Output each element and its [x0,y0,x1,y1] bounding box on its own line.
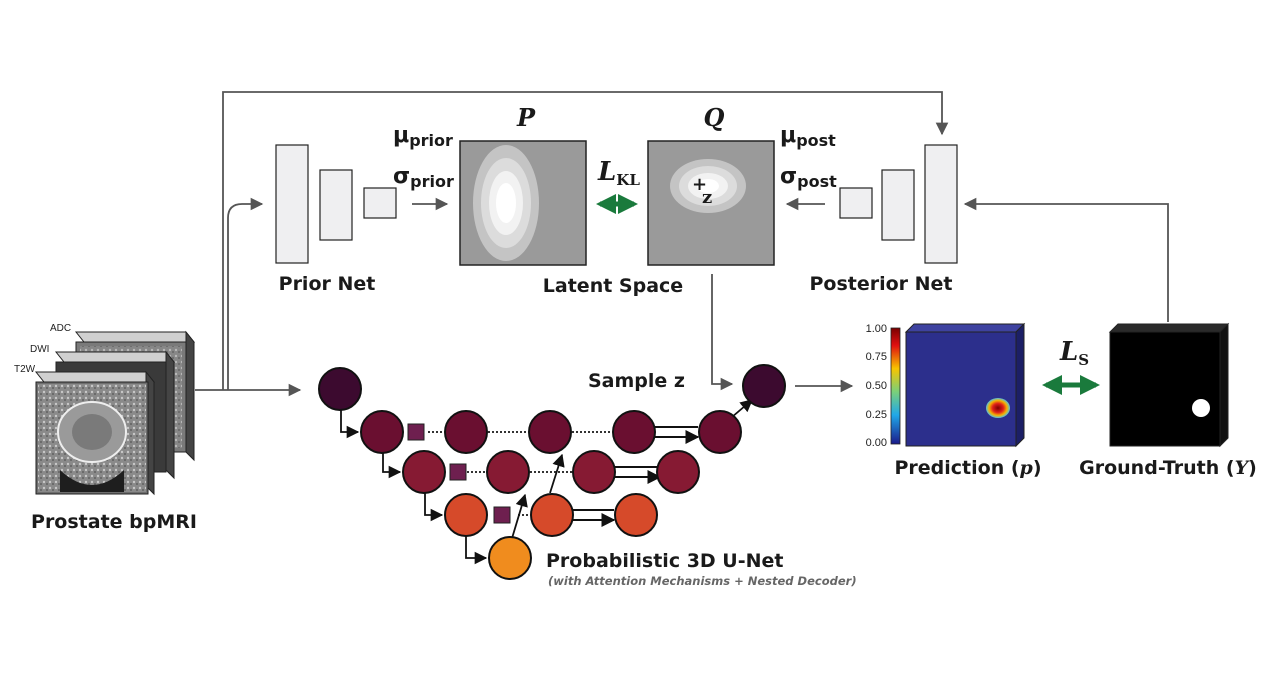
colorbar [890,327,901,445]
unet-node-x22 [614,493,658,537]
posterior-net-block-1 [924,144,958,264]
colorbar-tick-0: 0.00 [866,437,887,449]
latent-q-distribution [647,140,775,266]
input-to-posterior-arrow [222,91,949,390]
channel-label-dwi: DWI [30,344,49,355]
sample-z-arrow [711,274,734,391]
channel-label-t2w: T2W [14,364,36,375]
mu-prior-symbol: μprior [393,123,453,150]
posterior-net-block-2 [881,169,915,241]
sample-z-label: Sample z [588,370,685,392]
unet-node-x03 [612,410,656,454]
input-to-prior-arrow [227,197,264,390]
posterior-net-block-3 [839,187,873,219]
unet-node-x12 [572,450,616,494]
prior-net [275,144,397,264]
sigma-post-symbol: σpost [780,164,837,191]
unet-title: Probabilistic 3D U-Net [546,550,783,572]
flow-arrows [195,91,1169,397]
ground-truth-title: Ground-Truth (Y) [1079,457,1257,479]
prediction-lesion [986,398,1010,418]
kl-loss-label: LKL [597,157,640,189]
unet-node-x13 [656,450,700,494]
colorbar-tick-1: 1.00 [866,323,887,335]
input-title: Prostate bpMRI [31,511,197,533]
t2w-slice [34,370,156,496]
colorbar-tick-075: 0.75 [866,351,887,363]
input-mri-stack: ADC DWI T2W Prostate bpMRI [14,323,197,533]
unet-subtitle: (with Attention Mechanisms + Nested Deco… [548,574,857,588]
posterior-net-title: Posterior Net [809,273,952,295]
prior-net-block-2 [319,169,353,241]
segmentation-loss-label: LS [1059,337,1089,369]
sigma-prior-symbol: σprior [393,164,454,191]
unet-node-output [742,364,786,408]
unet-node-encoder-1 [360,410,404,454]
prediction-panel: 1.00 0.75 0.50 0.25 0.00 Prediction (p) [866,322,1042,479]
latent-p-distribution [459,140,587,266]
mu-post-symbol: μpost [780,123,836,150]
prior-net-block-1 [275,144,309,264]
unet-node-encoder-0 [318,367,362,411]
channel-label-adc: ADC [50,323,71,334]
unet-node-encoder-2 [402,450,446,494]
colorbar-tick-025: 0.25 [866,409,887,421]
ground-truth-panel: Ground-Truth (Y) [1079,322,1257,479]
unet-node-bottleneck [488,536,532,580]
prediction-title: Prediction (p) [894,457,1041,479]
attention-gate-1 [407,423,425,441]
unet-node-x11 [486,450,530,494]
q-label: Q [704,103,725,132]
prior-net-block-3 [363,187,397,219]
prior-net-title: Prior Net [279,273,376,295]
p-label: P [516,103,536,132]
gt-to-posterior-arrow [963,197,1169,322]
unet-node-x01 [444,410,488,454]
colorbar-tick-050: 0.50 [866,380,887,392]
unet: Probabilistic 3D U-Net (with Attention M… [318,364,857,588]
unet-node-x04 [698,410,742,454]
ground-truth-lesion [1192,399,1210,417]
z-plus-marker: + [692,174,707,195]
unet-node-x02 [528,410,572,454]
z-sample-point-label: z [702,187,712,208]
unet-node-encoder-3 [444,493,488,537]
latent-space-title: Latent Space [543,275,683,297]
posterior-net [839,144,958,264]
unet-node-x21 [530,493,574,537]
attention-gate-2 [449,463,467,481]
attention-gate-3 [493,506,511,524]
